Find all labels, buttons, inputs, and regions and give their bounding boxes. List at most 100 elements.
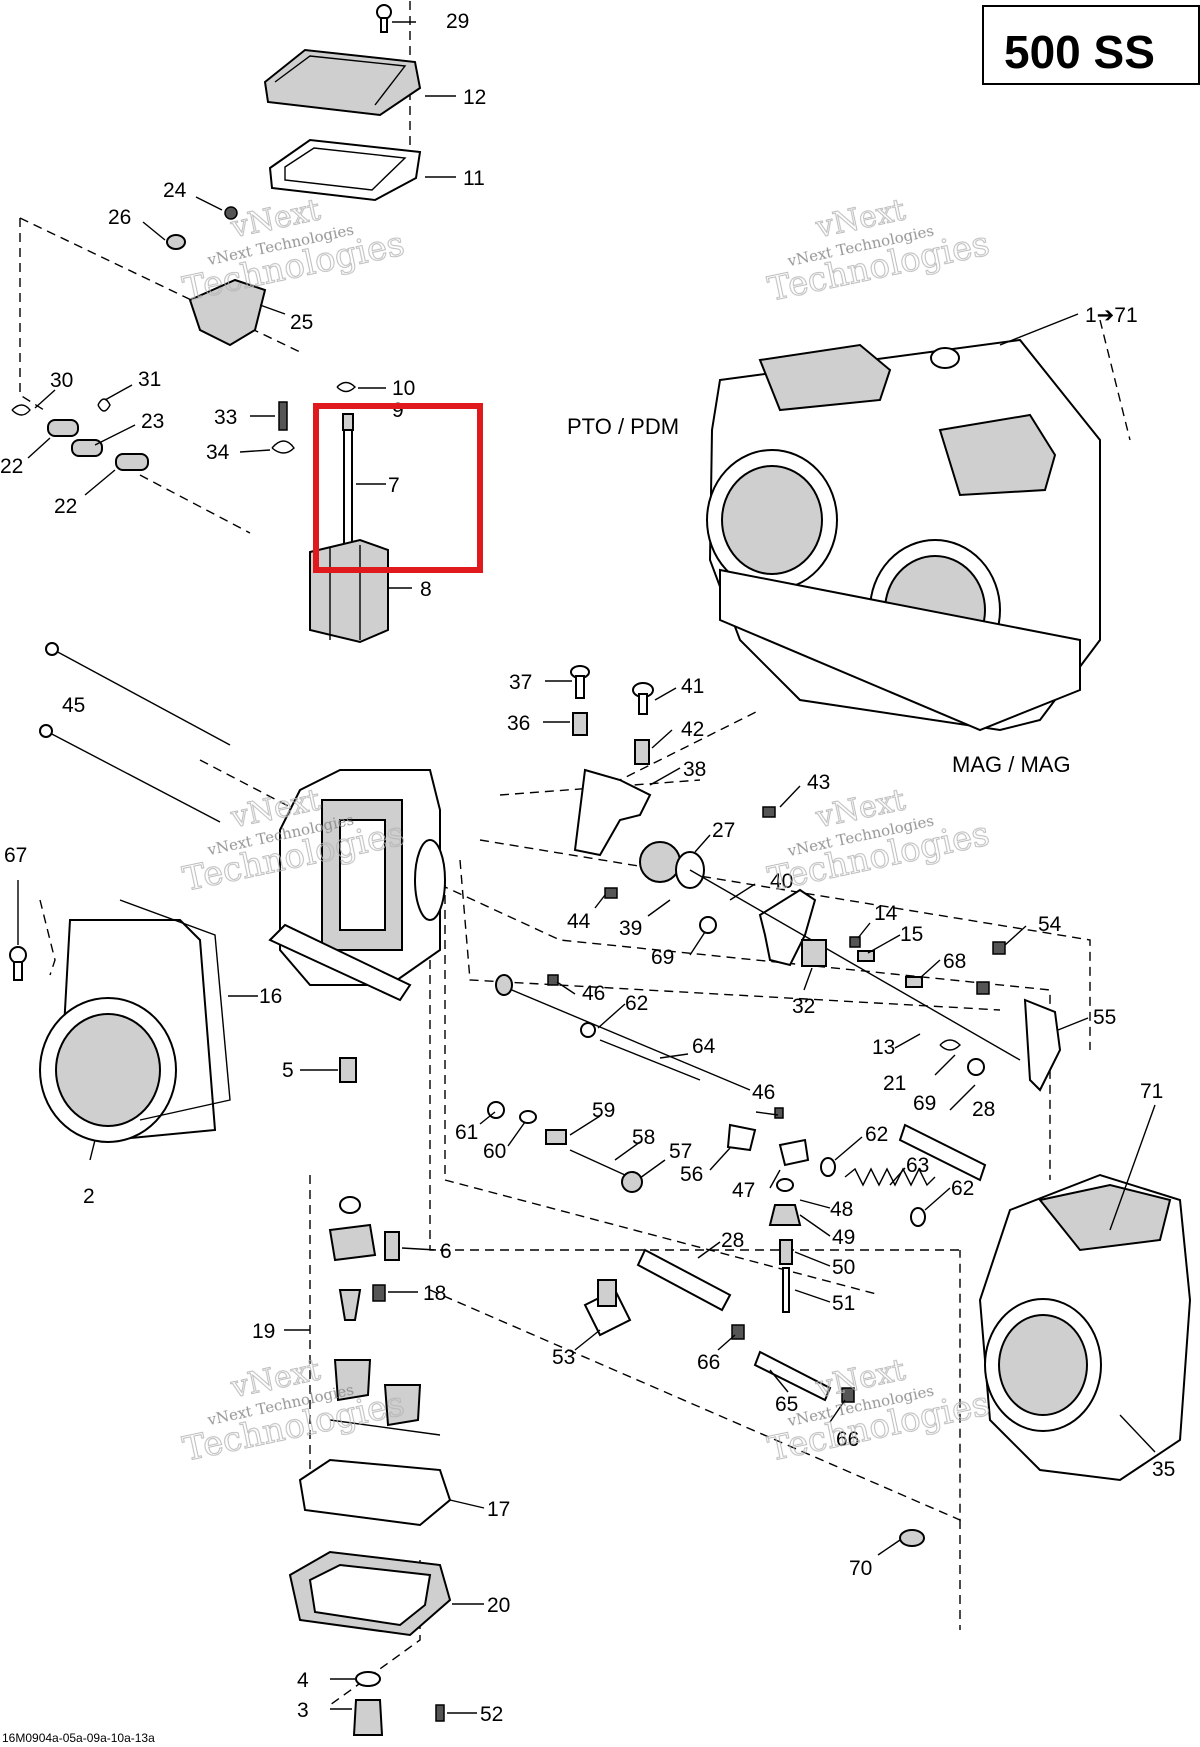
callout-62-b: 62	[865, 1123, 888, 1146]
clip-21-icon	[939, 1039, 961, 1051]
link-22-icon	[47, 419, 79, 437]
callout-53: 53	[552, 1346, 575, 1369]
washer-69b-icon	[967, 1058, 985, 1076]
needle-51-icon	[782, 1267, 790, 1313]
cover-12-icon	[263, 48, 422, 117]
carburetor-assembly-icon	[706, 338, 1101, 732]
screw-58-icon	[569, 1149, 626, 1176]
gasket-17-icon	[298, 1458, 452, 1527]
screw-44-icon	[604, 887, 618, 899]
callout-51: 51	[832, 1292, 855, 1315]
nut-49-icon	[768, 1204, 802, 1226]
callout-10: 10	[392, 377, 415, 400]
callout-71: 71	[1140, 1080, 1163, 1103]
group-label-pto: PTO / PDM	[567, 414, 679, 439]
callout-7: 7	[388, 474, 400, 497]
o-ring-4-icon	[355, 1671, 381, 1687]
callout-1-to-71: 1➔71	[1085, 304, 1138, 327]
callout-48: 48	[830, 1198, 853, 1221]
callout-12: 12	[463, 86, 486, 109]
callout-57: 57	[669, 1140, 692, 1163]
intake-cover-2-icon	[39, 919, 217, 1143]
float-bowl-20-icon	[288, 1550, 452, 1637]
callout-26: 26	[108, 206, 131, 229]
hose-65-icon	[753, 1350, 832, 1402]
callout-8: 8	[420, 578, 432, 601]
callout-52: 52	[480, 1703, 503, 1726]
clip-10-icon	[336, 381, 356, 393]
spring-32-icon	[801, 939, 827, 967]
group-label-mag: MAG / MAG	[952, 752, 1071, 777]
callout-68: 68	[943, 950, 966, 973]
callout-34: 34	[206, 441, 230, 464]
spring-63-icon	[844, 1167, 936, 1187]
callout-64: 64	[692, 1035, 716, 1058]
callout-19: 19	[252, 1320, 275, 1343]
callout-17: 17	[487, 1498, 510, 1521]
spring-15-icon	[857, 950, 875, 962]
callout-31: 31	[138, 368, 161, 391]
callout-36: 36	[507, 712, 530, 735]
screw-43-icon	[762, 806, 776, 818]
callout-35: 35	[1152, 1458, 1175, 1481]
callout-2: 2	[83, 1185, 95, 1208]
callout-29: 29	[446, 10, 469, 33]
callout-23: 23	[141, 410, 164, 433]
screw-14-icon	[849, 936, 861, 948]
callout-labels: 29 12 11 24 26 25 30 31 23 22 22 33 34 1…	[0, 10, 1175, 1726]
washer-62a-icon	[580, 1022, 596, 1038]
carburetor-body-icon	[268, 769, 446, 1002]
screw-41-icon	[632, 682, 654, 715]
callout-42: 42	[681, 718, 704, 741]
bracket-25-icon	[188, 278, 267, 347]
callout-21: 21	[883, 1072, 906, 1095]
callout-28-b: 28	[721, 1229, 744, 1252]
rod-64-icon	[599, 1039, 701, 1081]
callout-67: 67	[4, 844, 27, 867]
carburetor-mag-icon	[978, 1173, 1192, 1482]
gasket-11-icon	[268, 138, 422, 202]
callout-69-b: 69	[913, 1092, 936, 1115]
spring-42-icon	[634, 739, 650, 765]
lever-56-icon	[726, 1123, 757, 1152]
callout-24: 24	[163, 179, 187, 202]
callout-20: 20	[487, 1594, 510, 1617]
callout-66-a: 66	[697, 1351, 720, 1374]
callout-22-b: 22	[54, 495, 77, 518]
tube-28a-icon	[898, 1123, 987, 1182]
washer-60-icon	[519, 1110, 537, 1124]
bracket-38-icon	[573, 768, 652, 857]
jet-6-icon	[384, 1231, 400, 1261]
callout-65: 65	[775, 1393, 798, 1416]
float-19-icon	[328, 1196, 441, 1436]
washer-62b-icon	[820, 1157, 836, 1177]
washer-69a-icon	[699, 916, 717, 934]
plug-3-icon	[352, 1699, 384, 1736]
spring-36-icon	[572, 712, 588, 736]
throttle-slide-8-icon	[309, 538, 389, 644]
callout-56: 56	[680, 1163, 703, 1186]
callout-47: 47	[732, 1179, 755, 1202]
screw-46b-icon	[774, 1107, 784, 1119]
callout-62-c: 62	[951, 1177, 974, 1200]
knob-57-icon	[621, 1171, 643, 1193]
callout-11: 11	[463, 167, 485, 190]
screw-37-icon	[570, 665, 590, 699]
callout-38: 38	[683, 758, 706, 781]
screw-29-icon	[376, 4, 392, 33]
model-title-box: 500 SS	[982, 5, 1200, 85]
callout-37: 37	[509, 671, 532, 694]
lever-47-icon	[778, 1138, 810, 1167]
washer-62c-icon	[910, 1207, 926, 1227]
callout-32: 32	[792, 995, 815, 1018]
screw-24-icon	[224, 206, 238, 220]
bolt-45-icon	[39, 642, 231, 823]
callout-6: 6	[440, 1240, 452, 1263]
callout-16: 16	[259, 985, 282, 1008]
callout-39: 39	[619, 917, 642, 940]
callout-50: 50	[832, 1256, 855, 1279]
screw-33-icon	[278, 401, 288, 431]
callout-62-a: 62	[625, 992, 648, 1015]
drawing-code: 16M0904a-05a-09a-10a-13a	[2, 1731, 155, 1745]
callout-28-a: 28	[972, 1098, 995, 1121]
